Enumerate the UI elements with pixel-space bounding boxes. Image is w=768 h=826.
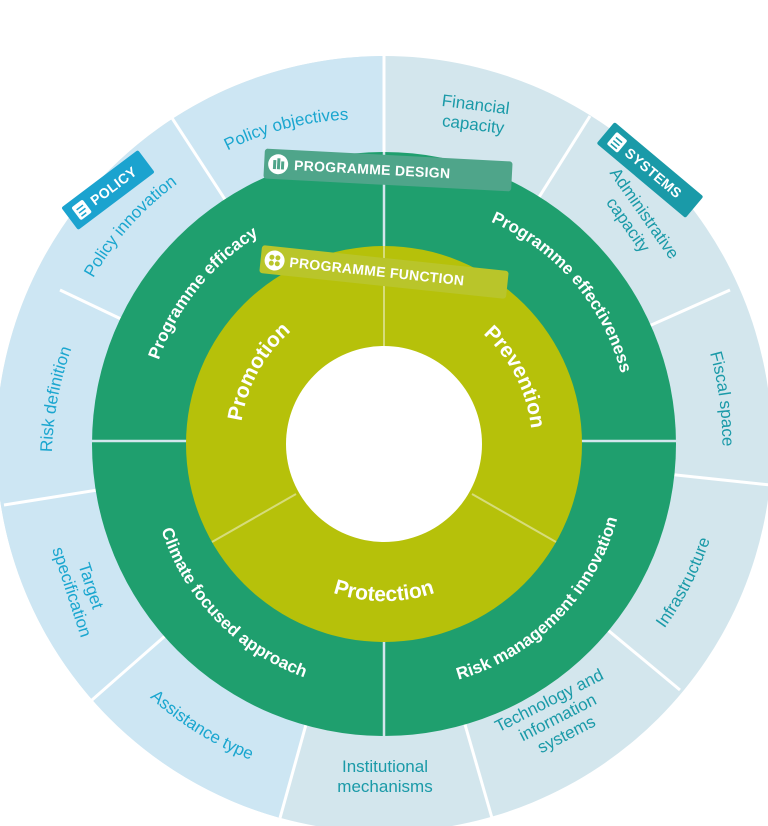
programme-function-tag-bg bbox=[259, 245, 509, 299]
programme-design-tag: PROGRAMME DESIGN bbox=[263, 148, 513, 192]
policy-document-icon bbox=[72, 200, 92, 220]
institutional-mechanisms-line-2: mechanisms bbox=[337, 777, 432, 796]
programme-function-icon bbox=[264, 250, 285, 271]
center-hole bbox=[286, 346, 482, 542]
systems-building-icon bbox=[607, 132, 627, 153]
programme-design-tag-bg bbox=[263, 148, 513, 192]
programme-design-icon bbox=[268, 154, 289, 175]
financial-capacity-label: Financial capacity bbox=[441, 91, 511, 138]
institutional-mechanisms-label: Institutional mechanisms bbox=[337, 757, 432, 796]
institutional-mechanisms-line-1: Institutional bbox=[342, 757, 428, 776]
systems-tag-bg bbox=[597, 122, 703, 218]
